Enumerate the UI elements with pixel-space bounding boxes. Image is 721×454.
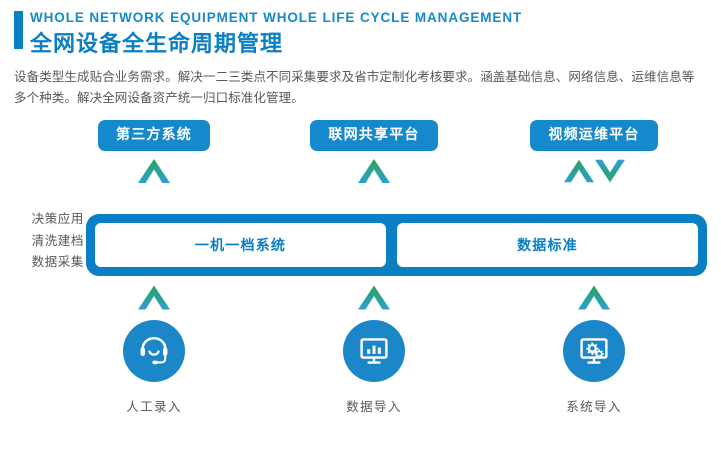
top-source-item[interactable]: 第三方系统 (64, 120, 244, 185)
connector-chevron-up (64, 159, 244, 185)
input-source-circle[interactable] (563, 320, 625, 382)
platform-card-one-machine-one-file[interactable]: 一机一档系统 (95, 223, 386, 267)
page-header: WHOLE NETWORK EQUIPMENT WHOLE LIFE CYCLE… (0, 4, 721, 57)
monitor-chart-icon (360, 338, 388, 364)
platform-card-data-standard[interactable]: 数据标准 (397, 223, 698, 267)
input-source-item[interactable]: 数据导入 (284, 285, 464, 415)
headset-icon (140, 336, 168, 365)
page-title-chinese: 全网设备全生命周期管理 (30, 32, 284, 57)
stage-label-0: 决策应用 (31, 211, 84, 226)
input-source-label-1: 数据导入 (346, 399, 402, 414)
connector-chevron-up (504, 285, 684, 313)
monitor-gears-icon (580, 338, 608, 364)
chevron-down-icon (594, 159, 625, 183)
chevron-up-icon (563, 159, 594, 183)
platform-bar: 一机一档系统 数据标准 (86, 214, 707, 276)
connector-chevron-up (284, 285, 464, 313)
top-source-label-2[interactable]: 视频运维平台 (530, 120, 658, 151)
input-source-circle[interactable] (343, 320, 405, 382)
top-sources-row: 第三方系统 联网共享平台 (0, 120, 721, 192)
input-source-label-0: 人工录入 (126, 399, 182, 414)
top-source-item[interactable]: 联网共享平台 (284, 120, 464, 185)
top-source-label-1[interactable]: 联网共享平台 (310, 120, 438, 151)
description-paragraph: 设备类型生成贴合业务需求。解决一二三类点不同采集要求及省市定制化考核要求。涵盖基… (14, 69, 695, 105)
page-title-english: WHOLE NETWORK EQUIPMENT WHOLE LIFE CYCLE… (30, 10, 523, 25)
connector-chevron-up (64, 285, 244, 313)
chevron-up-icon (358, 159, 390, 183)
top-source-item[interactable]: 视频运维平台 (504, 120, 684, 185)
top-source-label-0[interactable]: 第三方系统 (98, 120, 210, 151)
architecture-diagram: 第三方系统 联网共享平台 (0, 120, 721, 454)
chevron-up-icon (358, 285, 390, 310)
chevron-up-icon (138, 159, 170, 183)
stage-label-1: 清洗建档 (31, 232, 84, 248)
input-sources-row: 人工录入 (0, 285, 721, 454)
connector-chevron-up-down (504, 159, 684, 185)
input-source-circle[interactable] (123, 320, 185, 382)
input-source-item[interactable]: 人工录入 (64, 285, 244, 415)
connector-chevron-up (284, 159, 464, 185)
input-source-label-2: 系统导入 (566, 399, 622, 414)
chevron-up-icon (138, 285, 170, 310)
stage-label-2: 数据采集 (31, 254, 84, 269)
chevron-up-icon (578, 285, 610, 310)
stage-labels-column: 决策应用 清洗建档 数据采集 (14, 208, 84, 273)
header-accent-bar (14, 11, 23, 49)
input-source-item[interactable]: 系统导入 (504, 285, 684, 415)
